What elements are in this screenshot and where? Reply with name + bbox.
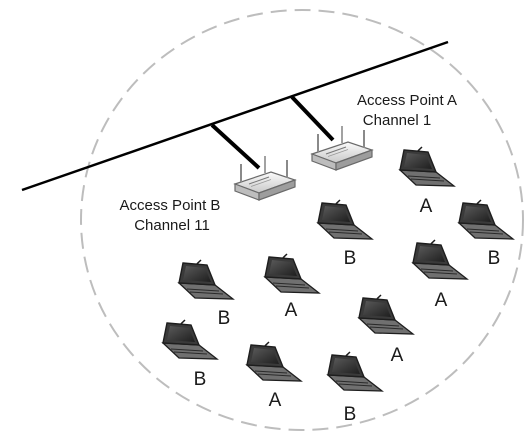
client-ap-label: B — [488, 248, 501, 269]
laptop-icon — [246, 341, 302, 382]
client-laptop: A — [412, 239, 468, 311]
laptop-icon — [178, 259, 234, 300]
client-ap-label: B — [344, 248, 357, 269]
client-laptop: A — [399, 146, 455, 217]
access-point-a-channel: Channel 1 — [363, 112, 431, 129]
client-ap-label: A — [391, 345, 404, 366]
client-ap-label: A — [269, 390, 282, 411]
access-point-a-icon — [311, 125, 373, 171]
wired-backbone-line — [21, 40, 449, 192]
laptop-icon — [162, 319, 218, 360]
laptop-icon — [458, 199, 514, 240]
client-ap-label: B — [344, 404, 357, 425]
client-ap-label: A — [420, 196, 433, 217]
client-laptop: A — [358, 294, 414, 366]
client-laptop: B — [458, 199, 514, 269]
client-laptop: B — [317, 199, 373, 269]
client-ap-label: B — [218, 308, 231, 329]
drop-cable-ap-a — [290, 95, 335, 142]
access-point-b-name: Access Point B — [120, 197, 221, 214]
client-laptop: B — [327, 351, 383, 425]
access-point-b-icon — [234, 155, 296, 201]
laptop-icon — [327, 351, 383, 392]
laptop-icon — [358, 294, 414, 335]
client-laptop: B — [162, 319, 218, 390]
client-ap-label: B — [194, 369, 207, 390]
access-point-a-name: Access Point A — [357, 92, 457, 109]
coverage-area-boundary — [80, 9, 524, 431]
laptop-icon — [264, 253, 320, 294]
laptop-icon — [399, 146, 455, 187]
drop-cable-ap-b — [210, 123, 261, 170]
access-point-b-channel: Channel 11 — [134, 217, 210, 234]
client-laptop: A — [264, 253, 320, 321]
client-ap-label: A — [285, 300, 298, 321]
laptop-icon — [317, 199, 373, 240]
client-ap-label: A — [435, 290, 448, 311]
client-laptop: A — [246, 341, 302, 411]
laptop-icon — [412, 239, 468, 280]
client-laptop: B — [178, 259, 234, 329]
